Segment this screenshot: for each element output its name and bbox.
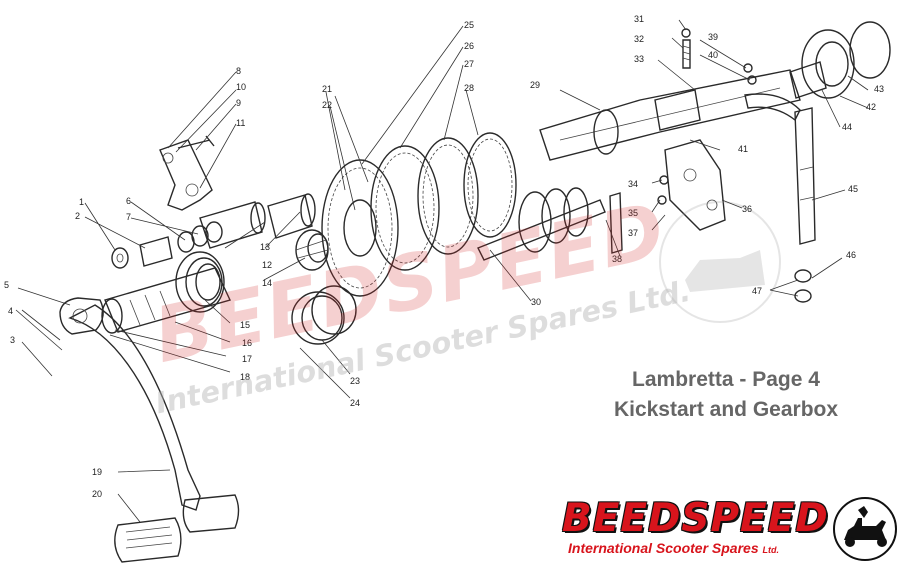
- leader-lines: [15, 19, 869, 523]
- part-number-label: 16: [242, 338, 252, 348]
- part-number-label: 12: [262, 260, 272, 270]
- logo-tagline-text: International Scooter Spares: [568, 540, 759, 556]
- part-number-label: 25: [464, 20, 474, 30]
- part-number-label: 46: [846, 250, 856, 260]
- logo-wordmark: BEEDSPEED: [562, 496, 829, 541]
- part-number-label: 7: [126, 212, 131, 222]
- page-subtitle: Kickstart and Gearbox: [613, 398, 839, 421]
- part-number-label: 6: [126, 196, 131, 206]
- part-number-label: 27: [464, 59, 474, 69]
- needle-bearing: [295, 229, 329, 271]
- part-number-labels: 8 10 9 11 1 2 6 7 5 4 3 13 12 14 15 16 1…: [4, 14, 884, 499]
- part-number-label: 30: [531, 297, 541, 307]
- part-number-label: 38: [612, 254, 622, 264]
- selector-shaft: [539, 69, 801, 161]
- watermark-emblem: [659, 201, 781, 323]
- part-number-label: 10: [236, 82, 246, 92]
- part-number-label: 19: [92, 467, 102, 477]
- detent-parts: [609, 28, 757, 254]
- scooter-icon: [833, 497, 897, 561]
- logo-tagline: International Scooter Spares Ltd.: [568, 540, 779, 556]
- part-number-label: 20: [92, 489, 102, 499]
- part-number-label: 11: [236, 118, 245, 128]
- logo-tagline-suffix: Ltd.: [762, 545, 780, 555]
- part-number-label: 28: [464, 83, 474, 93]
- part-number-label: 2: [75, 211, 80, 221]
- part-number-label: 36: [742, 204, 752, 214]
- circlip-rings: [291, 285, 357, 345]
- part-number-label: 41: [738, 144, 748, 154]
- part-number-label: 1: [79, 197, 84, 207]
- part-number-label: 21: [322, 84, 332, 94]
- part-number-label: 42: [866, 102, 876, 112]
- part-number-label: 34: [628, 179, 638, 189]
- part-number-label: 9: [236, 98, 241, 108]
- kickstart-sleeve: [199, 193, 316, 249]
- part-number-label: 3: [10, 335, 15, 345]
- kickstart-spring: [175, 251, 225, 313]
- gear-selector-arm: [744, 93, 816, 303]
- part-number-label: 39: [708, 32, 718, 42]
- kickstart-pedal-rubber: [114, 517, 182, 563]
- part-number-label: 33: [634, 54, 644, 64]
- part-number-label: 32: [634, 34, 644, 44]
- gear-cluster: [321, 132, 517, 297]
- kickstart-bracket: [159, 135, 215, 211]
- part-number-label: 47: [752, 286, 762, 296]
- beedspeed-logo: BEEDSPEED International Scooter Spares L…: [562, 496, 902, 576]
- part-number-label: 5: [4, 280, 9, 290]
- part-number-label: 4: [8, 306, 13, 316]
- part-number-label: 26: [464, 41, 474, 51]
- part-number-label: 44: [842, 122, 852, 132]
- part-number-label: 22: [322, 100, 332, 110]
- part-number-label: 18: [240, 372, 250, 382]
- part-number-label: 29: [530, 80, 540, 90]
- main-bearing: [789, 21, 891, 99]
- part-number-label: 23: [350, 376, 360, 386]
- kickstart-shaft: [101, 267, 231, 334]
- part-number-label: 13: [260, 242, 270, 252]
- part-number-label: 37: [628, 228, 638, 238]
- part-number-label: 14: [262, 278, 272, 288]
- page-title: Lambretta - Page 4: [632, 368, 820, 391]
- layshaft-gears: [477, 187, 606, 261]
- kickstart-washers: [111, 221, 223, 269]
- part-number-label: 31: [634, 14, 644, 24]
- part-number-label: 40: [708, 50, 718, 60]
- part-number-label: 24: [350, 398, 360, 408]
- selector-housing: [664, 139, 726, 231]
- part-number-label: 43: [874, 84, 884, 94]
- part-number-label: 35: [628, 208, 638, 218]
- kickstart-lever: [59, 297, 240, 533]
- part-number-label: 45: [848, 184, 858, 194]
- part-number-label: 8: [236, 66, 241, 76]
- part-number-label: 17: [242, 354, 252, 364]
- part-number-label: 15: [240, 320, 250, 330]
